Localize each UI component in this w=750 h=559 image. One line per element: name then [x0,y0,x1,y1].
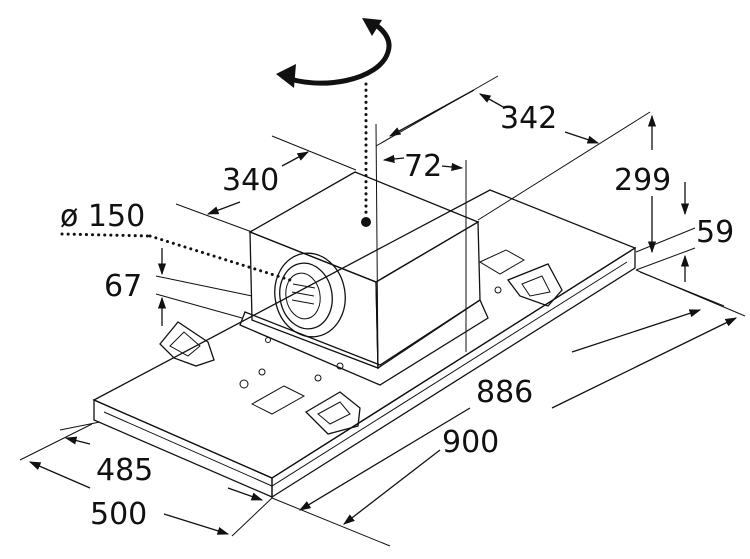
mounting-bracket-left [159,321,215,367]
dimension-label-340: 340 [222,163,279,198]
pivot-dot [361,217,371,227]
dimension-label-72: 72 [404,149,442,184]
dimension-500: 500 [19,423,273,537]
control-panel-rect [250,385,306,415]
dimension-label-500: 500 [90,497,147,532]
motor-box [239,171,489,386]
dimension-label-150: ø 150 [60,199,145,234]
dimension-label-485: 485 [96,453,153,488]
rotation-arrow-icon [276,18,392,88]
filter-tab [478,249,526,275]
dimension-label-900: 900 [442,425,499,460]
dimension-886: 886 [298,271,725,511]
duct-outlet [274,252,346,338]
mounting-bracket-front [304,391,361,435]
dimension-label-299: 299 [614,163,671,198]
dimension-340: 340 [175,135,357,233]
dimension-label-67: 67 [104,269,142,304]
screw-holes [239,286,502,389]
dimension-299: 299 [614,114,696,254]
dimension-342: 342 [375,75,651,221]
dimension-900: 900 [271,269,746,547]
dimension-59: 59 [635,182,734,282]
dimension-485: 485 [59,421,264,501]
dimension-label-59: 59 [696,215,734,250]
mounting-bracket-right [506,263,563,307]
dimension-150: ø 150 [60,199,292,282]
dimension-67: 67 [104,248,253,326]
canopy-panel [92,189,637,499]
dimension-label-886: 886 [476,375,533,410]
dimension-label-342: 342 [500,101,557,136]
dimension-72: 72 [375,123,467,369]
